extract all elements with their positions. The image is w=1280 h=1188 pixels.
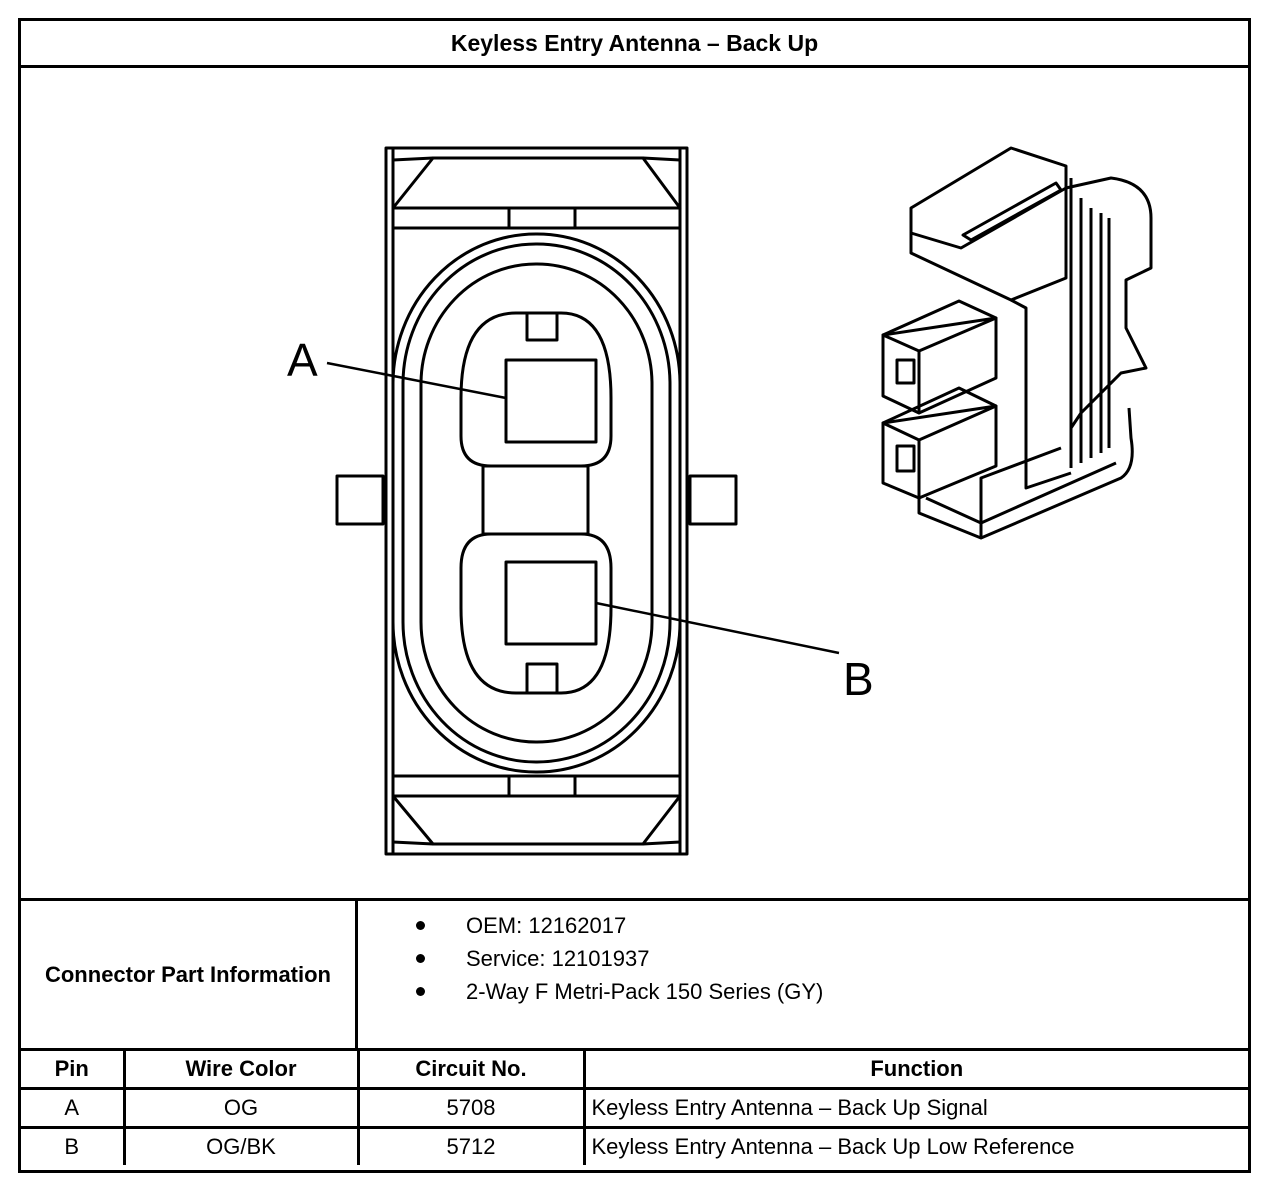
- pin-a-label: A: [287, 334, 318, 386]
- list-item: Service: 12101937: [358, 942, 823, 975]
- bullet-icon: [416, 987, 425, 996]
- connector-diagram: A B: [21, 68, 1248, 901]
- pin-b-terminal: [504, 560, 598, 646]
- oem-part-number: OEM: 12162017: [466, 913, 627, 938]
- cell-circuit: 5712: [356, 1126, 586, 1165]
- connector-part-info-list: OEM: 12162017 Service: 12101937 2-Way F …: [358, 909, 823, 1008]
- bullet-icon: [416, 921, 425, 930]
- column-header-pin: Pin: [21, 1051, 126, 1090]
- pin-b-label: B: [843, 653, 874, 705]
- column-header-wire-color: Wire Color: [122, 1051, 360, 1090]
- service-part-number: Service: 12101937: [466, 946, 650, 971]
- housing-outline: [384, 146, 689, 856]
- column-header-circuit: Circuit No.: [356, 1051, 586, 1090]
- cell-function: Keyless Entry Antenna – Back Up Signal: [582, 1087, 1248, 1129]
- cell-pin: A: [21, 1087, 126, 1129]
- list-item: OEM: 12162017: [358, 909, 823, 942]
- cell-circuit: 5708: [356, 1087, 586, 1129]
- table-row: B OG/BK 5712 Keyless Entry Antenna – Bac…: [21, 1126, 1248, 1165]
- cell-function: Keyless Entry Antenna – Back Up Low Refe…: [582, 1126, 1248, 1165]
- list-item: 2-Way F Metri-Pack 150 Series (GY): [358, 975, 823, 1008]
- table-header-row: Pin Wire Color Circuit No. Function: [21, 1051, 1248, 1090]
- bullet-icon: [416, 954, 425, 963]
- cell-wire-color: OG: [122, 1087, 360, 1129]
- cell-wire-color: OG/BK: [122, 1126, 360, 1165]
- connector-series: 2-Way F Metri-Pack 150 Series (GY): [466, 979, 824, 1004]
- pin-a-terminal: [504, 358, 598, 444]
- cell-pin: B: [21, 1126, 126, 1165]
- connector-part-info-label: Connector Part Information: [21, 901, 358, 1048]
- column-header-function: Function: [582, 1051, 1248, 1090]
- connector-iso-view: [881, 146, 1153, 540]
- connector-face-drawing: A B: [287, 146, 1153, 856]
- connector-sheet: Keyless Entry Antenna – Back Up: [18, 18, 1251, 1173]
- pinout-table: Pin Wire Color Circuit No. Function A OG…: [21, 1051, 1248, 1165]
- connector-part-info: Connector Part Information OEM: 12162017…: [21, 901, 1248, 1051]
- page-title: Keyless Entry Antenna – Back Up: [21, 21, 1248, 68]
- table-row: A OG 5708 Keyless Entry Antenna – Back U…: [21, 1087, 1248, 1129]
